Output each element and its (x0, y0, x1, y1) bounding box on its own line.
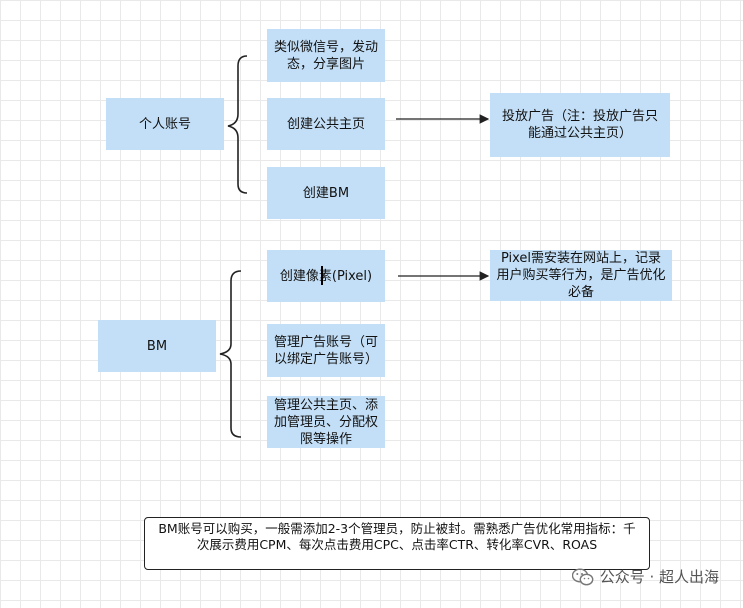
text-cursor (321, 266, 323, 285)
brace-top (227, 55, 248, 194)
node-create-pixel: 创建像素(Pixel) (267, 250, 385, 302)
node-create-pixel-label: 创建像素(Pixel) (279, 268, 373, 284)
node-personal-account-label: 个人账号 (138, 116, 191, 132)
node-manage-ad-account-label: 管理广告账号（可以绑定广告账号） (273, 334, 378, 367)
node-bm: BM (98, 320, 216, 372)
node-create-page-label: 创建公共主页 (286, 116, 365, 132)
brace-bottom (219, 270, 242, 438)
node-create-bm-label: 创建BM (302, 185, 350, 201)
node-pixel-note: Pixel需安装在网站上，记录用户购买等行为，是广告优化必备 (490, 250, 672, 301)
node-pixel-note-label: Pixel需安装在网站上，记录用户购买等行为，是广告优化必备 (496, 251, 666, 300)
node-personal-account: 个人账号 (106, 98, 224, 150)
node-create-page: 创建公共主页 (267, 98, 385, 150)
bottom-note-text: BM账号可以购买，一般需添加2-3个管理员，防止被封。需熟悉广告优化常用指标：千… (158, 521, 636, 552)
node-manage-page-label: 管理公共主页、添加管理员、分配权限等操作 (273, 397, 378, 447)
wechat-icon (571, 568, 594, 585)
node-ads-label: 投放广告（注：投放广告只能通过公共主页） (501, 109, 658, 141)
node-bm-label: BM (146, 338, 168, 354)
node-share-posts-label: 类似微信号，发动态，分享图片 (273, 39, 378, 72)
node-create-bm: 创建BM (267, 167, 385, 219)
bottom-note: BM账号可以购买，一般需添加2-3个管理员，防止被封。需熟悉广告优化常用指标：千… (144, 517, 650, 570)
node-manage-page: 管理公共主页、添加管理员、分配权限等操作 (267, 396, 385, 448)
node-ads: 投放广告（注：投放广告只能通过公共主页） (490, 93, 670, 157)
watermark-text: 公众号 · 超人出海 (599, 568, 719, 586)
node-manage-ad-account: 管理广告账号（可以绑定广告账号） (267, 324, 385, 377)
watermark: 公众号 · 超人出海 (571, 566, 719, 587)
node-share-posts: 类似微信号，发动态，分享图片 (267, 29, 385, 82)
